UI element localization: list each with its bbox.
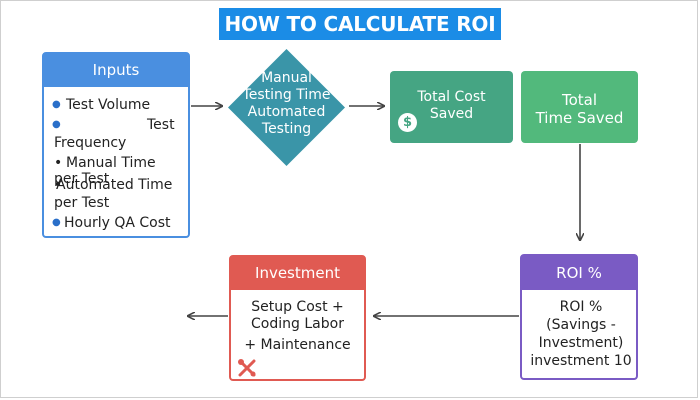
bullet-icon: ● [52, 99, 61, 110]
input-label: Frequency [54, 135, 127, 151]
input-label: Manual Time [66, 155, 156, 171]
cost-saved-line: Total Cost [417, 89, 486, 105]
cost-saved-text: Total Cost Saved [390, 89, 513, 123]
investment-line: Setup Cost + [251, 299, 344, 315]
time-saved-text: Total Time Saved [521, 91, 638, 127]
decision-diamond: Manual Testing Time Automated Testing [226, 47, 347, 168]
list-item: ● Test Volume [52, 96, 188, 116]
investment-line: + Maintenance [244, 337, 351, 353]
input-label: Automated Time [56, 177, 173, 193]
input-label: Test [147, 117, 175, 133]
decision-line: Manual [261, 70, 312, 86]
investment-line: Coding Labor [251, 316, 344, 332]
dollar-icon: $ [398, 113, 417, 132]
input-label: per Test [54, 195, 110, 211]
roi-box: ROI % ROI % (Savings - Investment) inves… [520, 254, 638, 380]
diamond-shape [228, 49, 345, 166]
roi-line: (Savings - [546, 317, 616, 333]
inputs-box: Inputs ● Test Volume ● Test Frequency • … [42, 52, 190, 238]
list-item: ● Test Frequency [52, 116, 188, 154]
list-item: ● Hourly QA Cost [52, 214, 188, 234]
roi-line: investment 10 [530, 353, 632, 369]
investment-header: Investment [231, 257, 364, 290]
input-label: Hourly QA Cost [64, 215, 171, 231]
input-label: per Test [54, 171, 110, 187]
roi-line: ROI % [559, 299, 603, 315]
list-item: • Automated Time per Test [54, 177, 173, 211]
total-cost-saved-box: Total Cost Saved $ [390, 71, 513, 143]
time-saved-line: Total [561, 91, 598, 109]
decision-line: Testing [261, 121, 312, 137]
cost-saved-line: Saved [429, 106, 474, 122]
inputs-list: ● Test Volume ● Test Frequency • Manual … [52, 96, 188, 234]
total-time-saved-box: Total Time Saved [521, 71, 638, 143]
investment-text: Setup Cost + Coding Labor [231, 299, 364, 333]
decision-line: Automated [247, 104, 326, 120]
bullet-icon: ● [52, 119, 61, 130]
decision-text: Manual Testing Time Automated Testing [220, 70, 353, 138]
roi-formula: ROI % (Savings - Investment) investment … [522, 298, 640, 370]
decision-line: Testing Time [242, 87, 331, 103]
inputs-header: Inputs [44, 54, 188, 87]
input-label: Test Volume [66, 97, 151, 113]
list-item: • Manual Time per Test [54, 155, 156, 187]
time-saved-line: Time Saved [535, 109, 624, 127]
tools-icon [238, 359, 256, 377]
roi-line: Investment) [538, 335, 624, 351]
page-title: HOW TO CALCULATE ROI [219, 8, 501, 40]
investment-box: Investment Setup Cost + Coding Labor + M… [229, 255, 366, 381]
bullet-icon: ● [52, 217, 61, 228]
roi-header: ROI % [522, 256, 636, 290]
